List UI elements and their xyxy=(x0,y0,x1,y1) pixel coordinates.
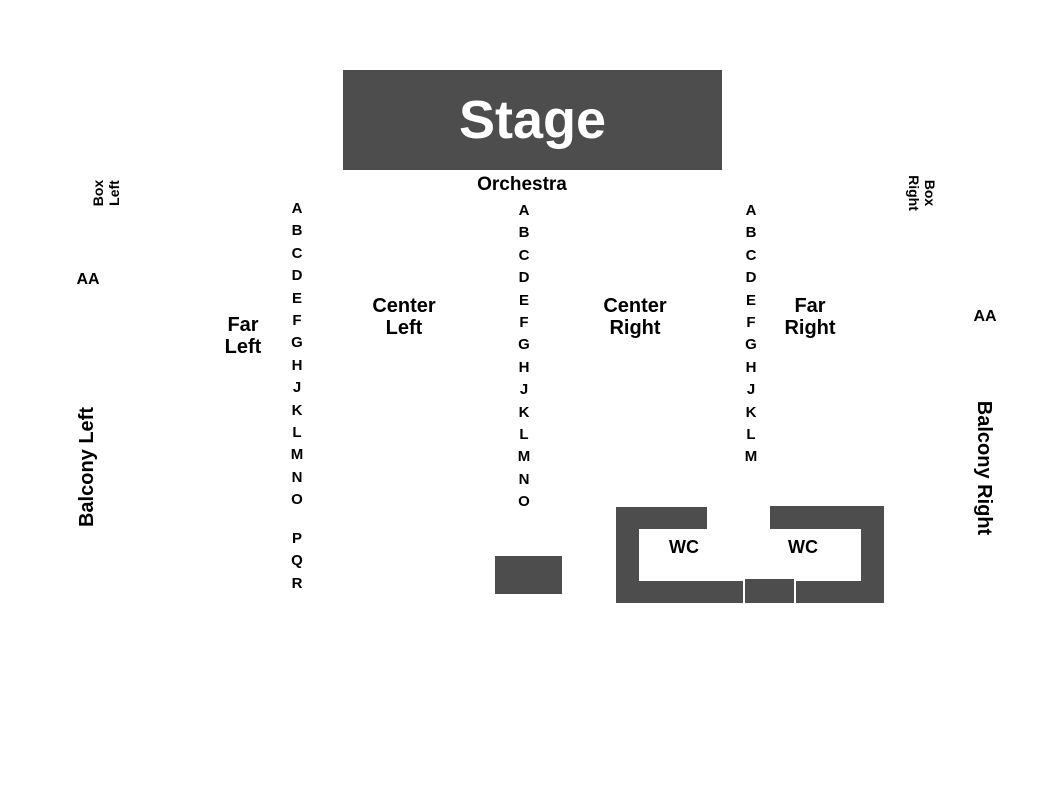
row-letter[interactable]: M xyxy=(290,446,304,464)
row-letter[interactable]: A xyxy=(518,202,530,219)
row-letter[interactable]: L xyxy=(292,423,302,441)
row-letter[interactable]: L xyxy=(519,425,529,443)
row-letter[interactable]: A xyxy=(291,200,303,217)
balcony-left-label[interactable]: Balcony Left xyxy=(76,406,98,528)
row-letter[interactable]: J xyxy=(519,381,529,399)
section-far-right[interactable]: Far Right xyxy=(775,295,845,339)
row-letter[interactable]: N xyxy=(518,470,530,488)
wc-right-wall-top xyxy=(770,506,884,529)
wc-left-wall-side xyxy=(616,507,639,603)
row-letter[interactable]: D xyxy=(291,267,303,285)
row-letter[interactable]: F xyxy=(746,313,756,331)
row-letter[interactable]: L xyxy=(746,425,756,443)
row-letter[interactable]: G xyxy=(745,336,757,354)
row-letter[interactable]: K xyxy=(291,401,303,419)
section-center-left[interactable]: Center Left xyxy=(364,295,444,339)
row-letter[interactable]: D xyxy=(518,269,530,287)
far-right-line1: Far xyxy=(794,295,826,317)
section-center-right[interactable]: Center Right xyxy=(594,295,676,339)
row-letter[interactable]: R xyxy=(291,574,303,592)
far-left-line1: Far xyxy=(227,314,259,336)
aa-right-label[interactable]: AA xyxy=(973,308,997,325)
balcony-right-label[interactable]: Balcony Right xyxy=(973,400,995,536)
aa-left-label[interactable]: AA xyxy=(76,271,100,288)
row-letter[interactable]: J xyxy=(292,379,302,397)
row-letter[interactable]: N xyxy=(291,468,303,486)
row-letter[interactable]: P xyxy=(291,530,302,547)
box-right-label[interactable]: Box Right xyxy=(898,163,938,223)
row-letter[interactable]: B xyxy=(745,224,757,242)
row-letter[interactable]: C xyxy=(518,246,530,264)
row-letter[interactable]: C xyxy=(745,246,757,264)
box-left-line2: Left xyxy=(106,180,122,206)
wc-right-wall-bottom xyxy=(796,581,884,603)
wc-center-block xyxy=(745,579,794,603)
row-letter[interactable]: J xyxy=(746,381,756,399)
row-letter[interactable]: Q xyxy=(291,552,303,570)
center-left-line1: Center xyxy=(372,295,436,317)
orchestra-label: Orchestra xyxy=(477,174,567,195)
box-right-line1: Box xyxy=(922,179,938,207)
sound-booth-block xyxy=(495,556,562,594)
box-right-line2: Right xyxy=(906,175,922,211)
row-letter[interactable]: H xyxy=(745,358,757,376)
section-far-left[interactable]: Far Left xyxy=(208,314,278,358)
row-letter[interactable]: H xyxy=(291,356,303,374)
center-left-line2: Left xyxy=(385,317,423,339)
stage-block[interactable] xyxy=(343,70,722,170)
row-letter[interactable]: K xyxy=(518,403,530,421)
row-letter[interactable]: F xyxy=(519,313,529,331)
row-letter[interactable]: A xyxy=(745,202,757,219)
row-letter[interactable]: F xyxy=(292,311,302,329)
center-right-line2: Right xyxy=(609,317,661,339)
wc-right-label[interactable]: WC xyxy=(788,537,818,557)
row-letter[interactable]: M xyxy=(517,448,531,466)
stage-label: Stage xyxy=(458,90,607,150)
row-letter[interactable]: E xyxy=(291,289,302,307)
row-letter[interactable]: C xyxy=(291,244,303,262)
far-left-line2: Left xyxy=(224,336,262,358)
row-letter[interactable]: M xyxy=(744,448,758,466)
row-letter[interactable]: B xyxy=(291,222,303,240)
row-letter[interactable]: E xyxy=(745,291,756,309)
wc-left-wall-bottom xyxy=(616,581,743,603)
center-right-line1: Center xyxy=(603,295,667,317)
wc-right-wall-side xyxy=(861,506,884,603)
box-left-line1: Box xyxy=(90,179,106,207)
wc-left-label[interactable]: WC xyxy=(669,537,699,557)
row-letter[interactable]: G xyxy=(291,334,303,352)
row-letter[interactable]: H xyxy=(518,358,530,376)
row-letter[interactable]: O xyxy=(291,491,303,509)
row-letter[interactable]: E xyxy=(518,291,529,309)
row-letter[interactable]: B xyxy=(518,224,530,242)
far-right-line2: Right xyxy=(784,317,836,339)
row-letter[interactable]: O xyxy=(518,493,530,511)
row-letter[interactable]: D xyxy=(745,269,757,287)
row-letter[interactable]: K xyxy=(745,403,757,421)
row-letter[interactable]: G xyxy=(518,336,530,354)
box-left-label[interactable]: Box Left xyxy=(90,163,130,223)
